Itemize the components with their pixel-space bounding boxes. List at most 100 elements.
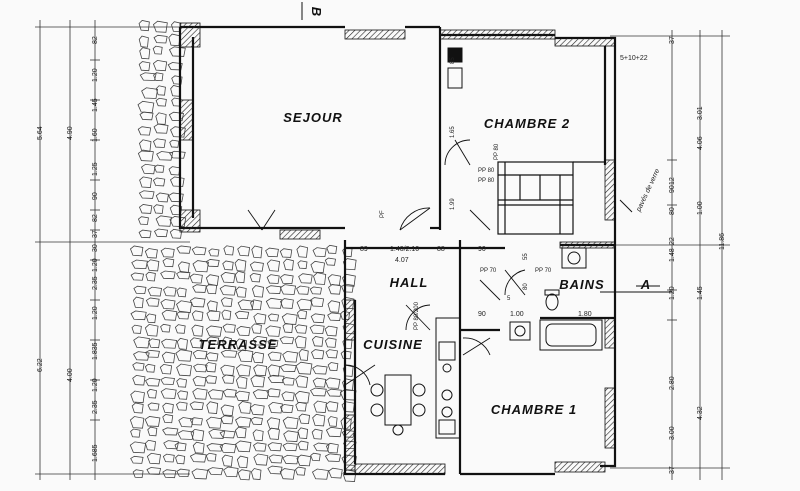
paving-stone [176,300,193,313]
label-pp70-a: PP 70 [480,268,497,274]
paving-stone [130,390,145,404]
right-inner-dim-7: 2.80 [669,376,676,390]
paving-stone [132,469,144,479]
kitchen-fixtures [370,317,461,439]
paving-stone [152,45,163,55]
paving-stone [342,469,357,482]
label-pp70-b: PP 70 [535,268,552,274]
paving-stone [155,192,169,203]
paving-stone [177,390,188,400]
paving-stone [237,245,251,257]
paving-stone [326,244,338,254]
paving-stone [283,430,299,442]
paving-stone [189,337,203,349]
paving-stone [177,261,190,274]
paving-stone [192,260,209,273]
dim-hall-4: 90 [478,246,486,253]
paving-stone [296,285,310,295]
paving-stone [282,442,298,452]
paving-stone [266,388,281,398]
paving-stone [252,389,270,400]
paving-stone [129,416,145,429]
paving-stone [312,377,327,388]
right-inner-dim-5: 1.48 [669,248,676,262]
paving-stone [190,428,205,442]
paving-stone [297,427,309,440]
paving-stone [144,349,160,358]
paving-stone [131,259,148,270]
paving-stone [162,414,174,424]
paving-stone [221,374,235,384]
paving-stone [160,388,177,399]
paving-stone [313,400,327,413]
paving-stone [144,416,161,427]
paving-stone [189,273,203,284]
paving-stone [154,164,165,173]
paving-stone [219,443,237,454]
right-mid-dim-0: 3.01 [697,106,704,120]
right-mid-dim-4: 4.32 [697,406,704,420]
dim-hall-1: 89 [360,246,368,253]
paving-stone [297,309,308,320]
paving-stone [309,387,327,397]
left-inner-dims: 821.201.451.601.25908237301.202.351.201.… [92,36,99,462]
paving-stone [249,261,264,272]
paving-stone [145,297,160,307]
right-inner-dim-3: 80 [669,207,676,215]
label-pp80-200: PP 80/200 [414,301,420,330]
paving-stone [220,404,234,417]
left-dimension-lines [35,20,190,480]
paving-stone [189,401,204,410]
paving-stone [160,377,175,385]
paving-stone [131,324,142,334]
paving-stone [144,323,159,337]
paving-stone [220,272,236,284]
dim-bath-2: 1.00 [510,311,524,318]
paving-stone [266,417,281,430]
paving-stone [153,123,169,134]
paving-stone [266,274,280,284]
paving-stone [206,309,221,322]
paving-stone [279,336,295,345]
paving-stone [191,468,209,480]
paving-stone [191,246,207,256]
paving-stone [176,271,191,280]
section-mark-b: B [309,7,324,17]
paving-stone [148,338,161,349]
paving-stone [312,247,327,258]
paving-stone [176,363,192,377]
paving-stone [146,452,161,465]
paving-stone [130,428,141,438]
paving-stone [267,339,279,347]
paving-stone [192,375,207,387]
paving-stone [220,297,233,307]
paving-stone [252,429,264,442]
paving-stone [234,310,250,320]
paving-stone [295,401,307,412]
paving-stone [152,59,168,72]
paving-stone [296,298,313,311]
paving-stone [298,413,311,425]
paving-stone [160,270,176,280]
paving-stone [204,362,217,373]
section-mark-a: A [640,277,651,292]
paving-stone [176,310,190,320]
paving-stone [169,139,180,148]
paving-stone [192,441,205,454]
paving-stone [327,312,342,321]
paving-stone [220,364,235,376]
paving-stone [266,259,280,272]
room-label-sejour: SEJOUR [283,110,342,125]
paving-stone [294,390,310,404]
paving-stone [139,47,151,60]
paving-stone [234,426,247,439]
paving-stone [235,286,247,298]
right-inner-dim-2: 90 [669,185,676,193]
paving-stone [325,401,339,412]
paving-stone [234,270,246,284]
paving-stone [279,248,293,258]
paving-stone [206,443,224,452]
paving-stone [171,75,183,85]
paving-stone [155,85,166,96]
